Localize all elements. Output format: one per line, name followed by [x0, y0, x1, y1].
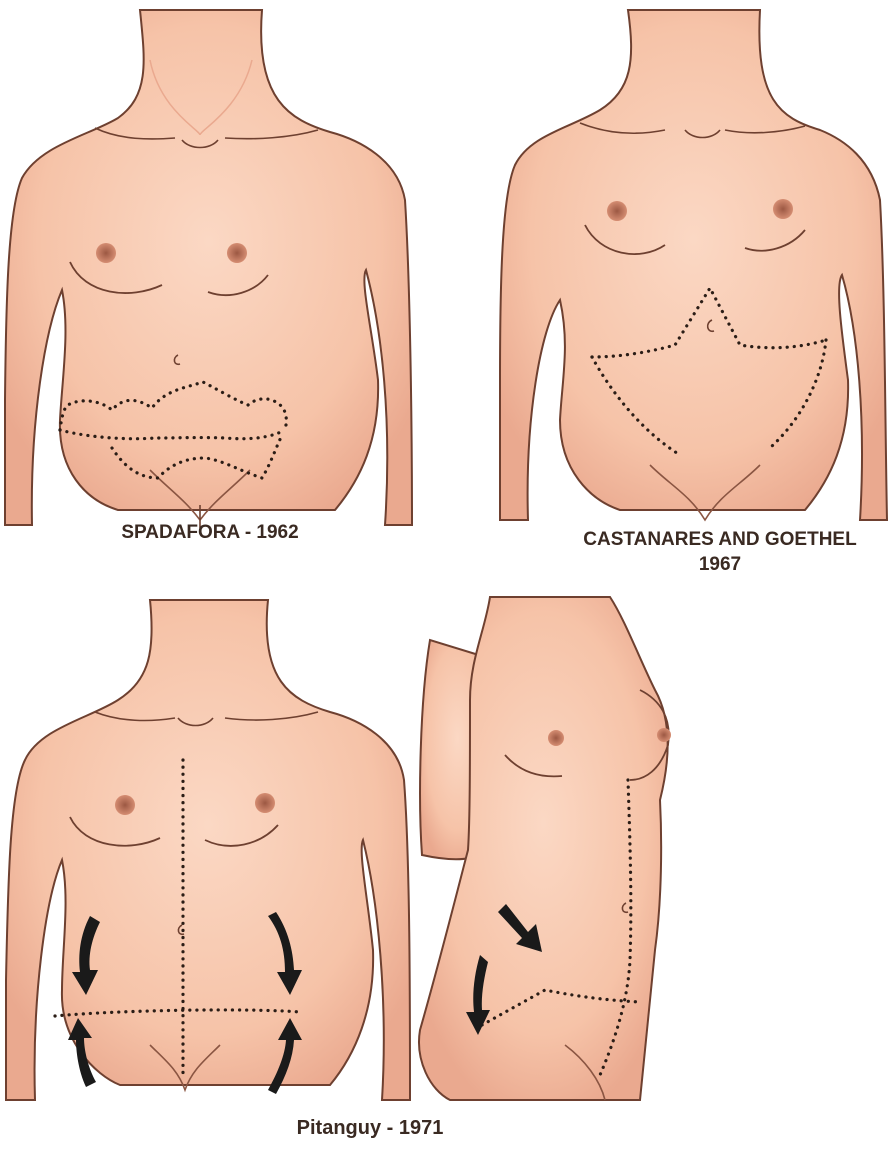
torso-pitanguy-lateral	[419, 597, 671, 1100]
caption-pitanguy: Pitanguy - 1971	[280, 1117, 460, 1140]
torso-body	[5, 10, 412, 525]
areola-front	[548, 730, 564, 746]
torso-body	[500, 10, 887, 520]
torso-castanares	[500, 10, 887, 520]
areola-left	[115, 795, 135, 815]
torso-spadafora	[5, 10, 412, 528]
torso-pitanguy-front	[6, 600, 410, 1100]
areola-left	[607, 201, 627, 221]
areola-left	[96, 243, 116, 263]
areola-right	[773, 199, 793, 219]
caption-castanares-line2: 1967	[555, 552, 885, 577]
caption-spadafora: SPADAFORA - 1962	[60, 522, 360, 544]
areola-side	[657, 728, 671, 742]
torso-body	[6, 600, 410, 1100]
areola-right	[255, 793, 275, 813]
areola-right	[227, 243, 247, 263]
caption-castanares: CASTANARES AND GOETHEL 1967	[555, 527, 885, 577]
caption-castanares-line1: CASTANARES AND GOETHEL	[555, 527, 885, 552]
